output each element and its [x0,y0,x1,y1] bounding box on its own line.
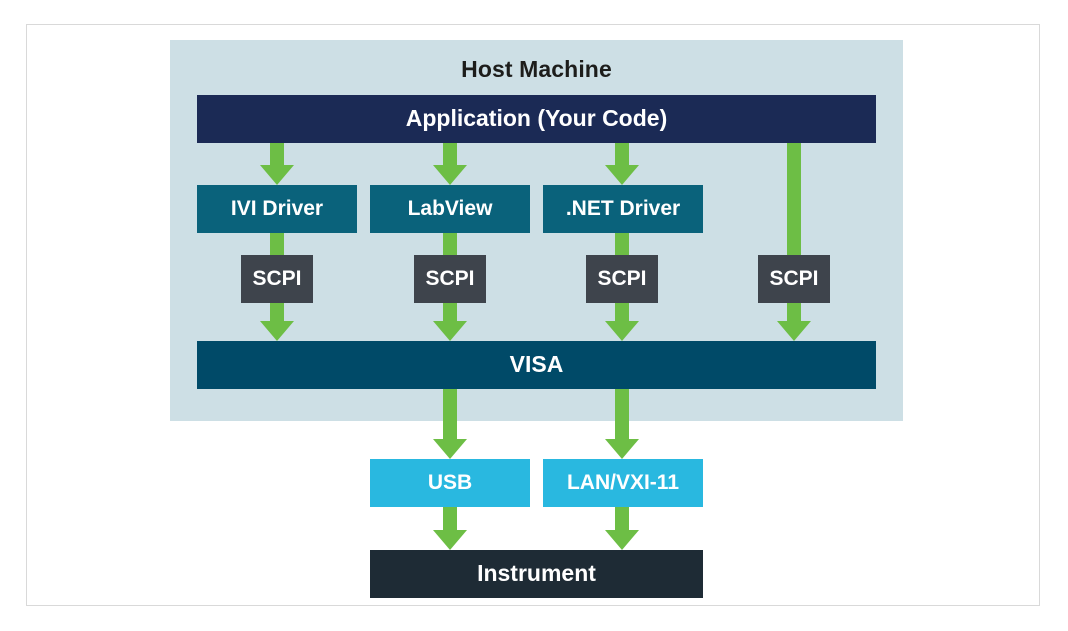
interface-box-usb: USB [370,459,530,507]
arrow-application-to-ivi [260,143,294,185]
application-box: Application (Your Code) [197,95,876,143]
scpi-box-3: SCPI [586,255,658,303]
arrow-scpi2-to-visa [433,301,467,341]
host-machine-title: Host Machine [461,56,612,82]
arrow-scpi1-to-visa [260,301,294,341]
arrow-scpi3-to-visa [605,301,639,341]
arrow-application-to-net [605,143,639,185]
visa-box: VISA [197,341,876,389]
arrow-application-to-visa-direct [777,143,811,341]
arrow-application-to-labview [433,143,467,185]
connector-ivi-to-scpi [270,233,284,257]
scpi-box-1: SCPI [241,255,313,303]
arrow-visa-to-usb [433,389,467,459]
interface-box-lan-vxi: LAN/VXI-11 [543,459,703,507]
arrow-visa-to-lan [605,389,639,459]
driver-box-net: .NET Driver [543,185,703,233]
connector-labview-to-scpi [443,233,457,257]
driver-box-labview: LabView [370,185,530,233]
instrument-box: Instrument [370,550,703,598]
connector-net-to-scpi [615,233,629,257]
outer-frame [26,24,1040,606]
scpi-box-4: SCPI [758,255,830,303]
arrow-lan-to-instrument [605,507,639,550]
arrow-usb-to-instrument [433,507,467,550]
scpi-box-2: SCPI [414,255,486,303]
driver-box-ivi: IVI Driver [197,185,357,233]
